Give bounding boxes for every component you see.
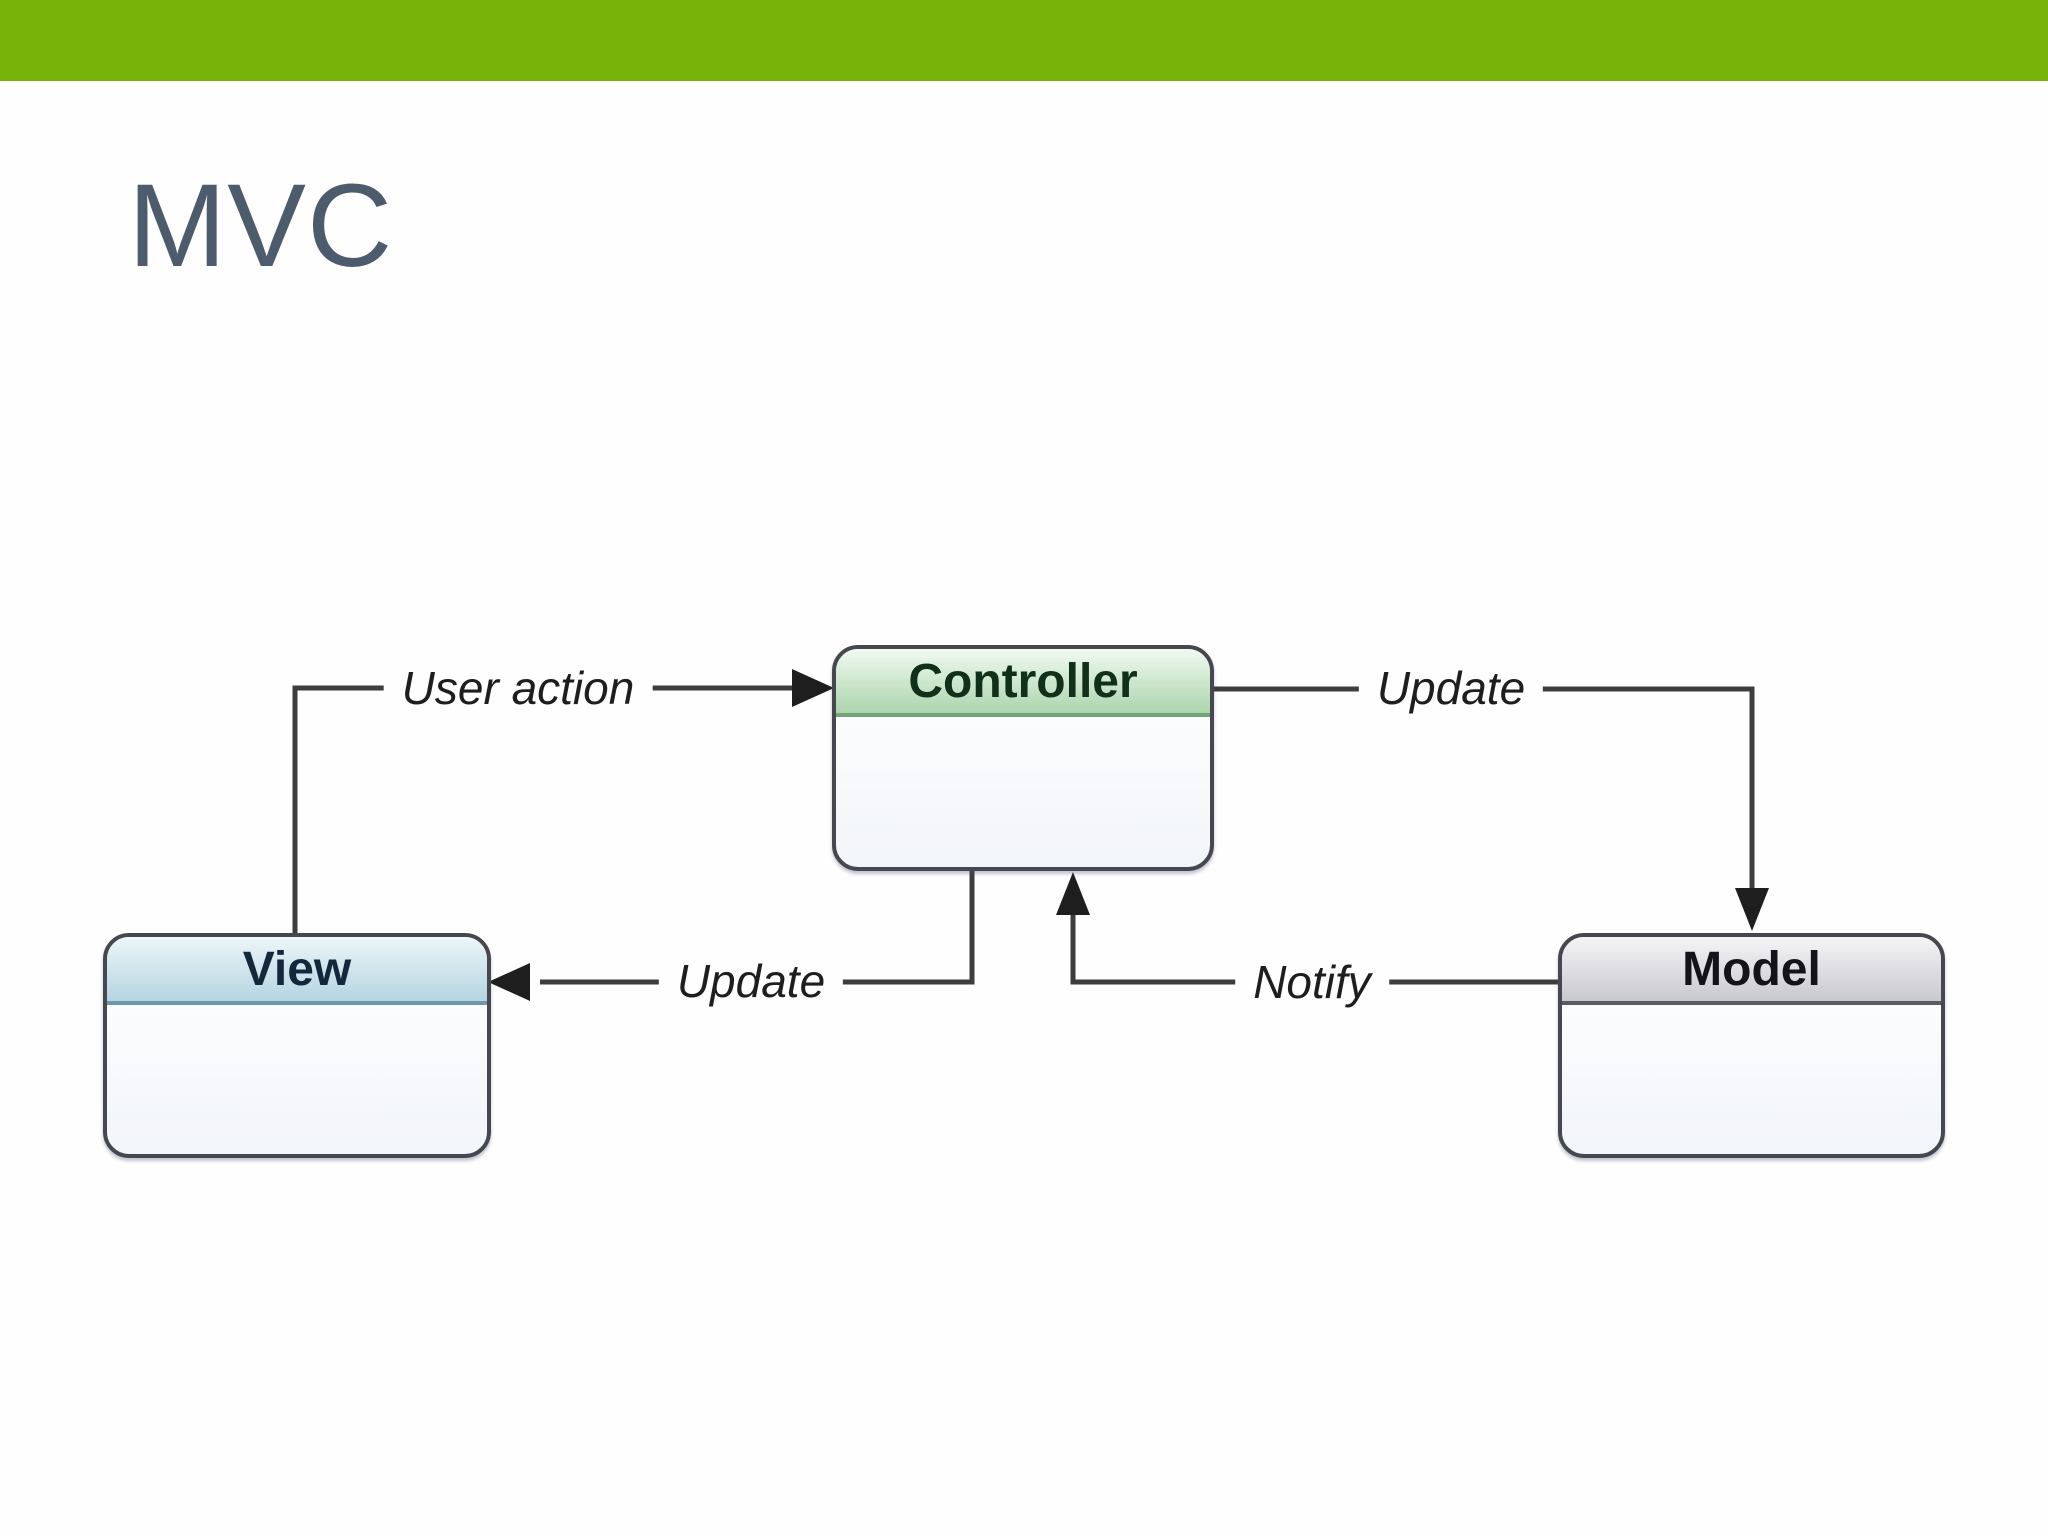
edge-label-update-view: Update — [658, 952, 844, 1010]
page-title: MVC — [128, 160, 394, 292]
model-box: Model — [1558, 933, 1945, 1158]
edge-label-update-model: Update — [1358, 659, 1544, 717]
slide-accent-bar — [0, 0, 2048, 81]
edge-update-model-arrowhead-icon — [1735, 888, 1769, 931]
model-box-label: Model — [1682, 942, 1821, 996]
edge-update-view-arrowhead-icon — [488, 963, 530, 1001]
edge-label-notify: Notify — [1235, 953, 1389, 1011]
view-box: View — [103, 933, 491, 1158]
controller-box-header: Controller — [836, 649, 1210, 717]
edge-user-action-arrowhead-icon — [792, 669, 834, 707]
view-box-label: View — [242, 942, 352, 996]
edge-update-model-line — [1214, 686, 1755, 892]
edge-notify-line — [1070, 914, 1558, 985]
edge-notify-arrowhead-icon — [1056, 872, 1090, 915]
edge-user-action-line — [292, 685, 794, 933]
edge-label-user-action: User action — [383, 659, 653, 717]
view-box-header: View — [107, 937, 487, 1005]
controller-box: Controller — [832, 645, 1214, 871]
controller-box-label: Controller — [908, 654, 1138, 708]
model-box-header: Model — [1562, 937, 1941, 1005]
